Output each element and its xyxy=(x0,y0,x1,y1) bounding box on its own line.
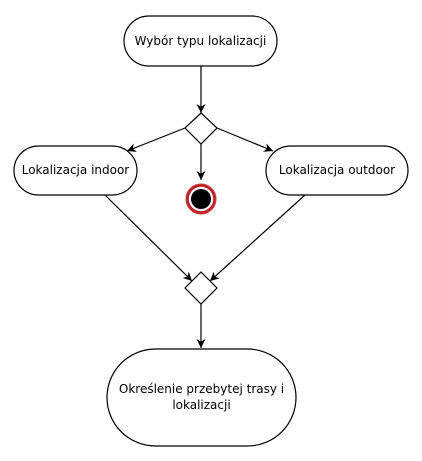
decision-node xyxy=(184,112,218,145)
action-okreslenie-label-line2: lokalizacji xyxy=(172,398,230,412)
edge-indoor-to-merge xyxy=(104,194,193,282)
final-node xyxy=(185,183,217,215)
edge-decision-to-outdoor xyxy=(216,127,274,152)
action-wybor-typu-lokalizacji: Wybór typu lokalizacji xyxy=(123,15,278,67)
action-wybor-label: Wybór typu lokalizacji xyxy=(135,34,267,48)
action-okreslenie-trasy: Określenie przebytej trasy i lokalizacji xyxy=(106,348,297,447)
edge-decision-to-indoor xyxy=(126,127,186,152)
merge-node xyxy=(184,271,218,305)
action-lokalizacja-indoor: Lokalizacja indoor xyxy=(13,145,138,196)
edge-outdoor-to-merge xyxy=(209,194,306,282)
action-outdoor-label: Lokalizacja outdoor xyxy=(279,163,395,177)
action-okreslenie-label-line1: Określenie przebytej trasy i xyxy=(119,382,284,396)
action-lokalizacja-outdoor: Lokalizacja outdoor xyxy=(265,145,409,196)
action-indoor-label: Lokalizacja indoor xyxy=(22,163,130,177)
